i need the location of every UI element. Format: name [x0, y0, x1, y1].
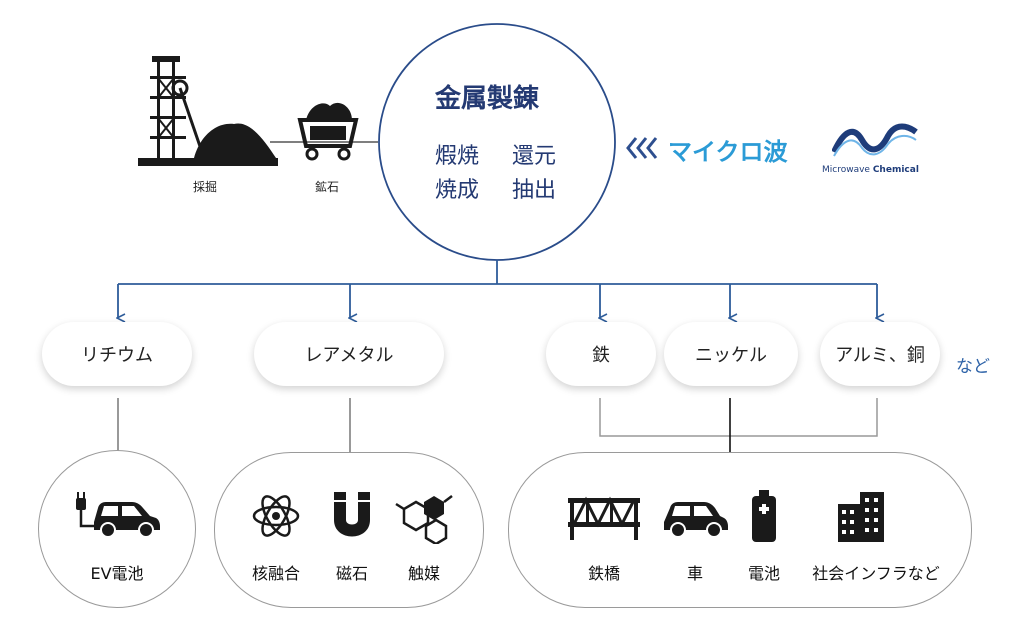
application-label: 核融合: [251, 564, 300, 583]
application-group-base-metals: [508, 452, 972, 608]
process-extraction: 抽出: [512, 178, 557, 203]
buildings-icon: [838, 492, 884, 542]
application-label: 鉄橋: [587, 564, 620, 583]
bridge-icon: [568, 496, 640, 540]
ore-cart-icon: [297, 102, 359, 161]
car-icon: [664, 502, 728, 538]
ev-charger-car-icon: [76, 492, 160, 538]
application-label: 触媒: [407, 564, 440, 583]
metal-lithium: リチウム: [42, 322, 192, 386]
atom-icon: [252, 495, 300, 537]
magnet-icon: [334, 492, 370, 537]
application-group-ev: [38, 450, 196, 608]
smelting-title: 金属製錬: [435, 84, 540, 114]
smelting-circle: [378, 23, 616, 261]
logo-text-regular: Microwave: [822, 165, 873, 175]
application-label: 磁石: [335, 564, 368, 583]
ore-label: 鉱石: [315, 180, 340, 194]
process-calcination: 煆焼: [435, 144, 480, 169]
etc-label: など: [956, 357, 990, 377]
process-reduction: 還元: [512, 144, 557, 169]
mine-headframe-icon: [138, 56, 278, 166]
molecule-icon: [395, 495, 453, 544]
chevron-left-double-icon: [626, 137, 658, 159]
microwave-label: マイクロ波: [668, 138, 788, 166]
logo-text-bold: Chemical: [872, 165, 919, 175]
metal-iron: 鉄: [546, 322, 656, 386]
application-label: 車: [686, 564, 703, 583]
metal-rare-metal: レアメタル: [254, 322, 444, 386]
mining-label: 採掘: [193, 180, 218, 194]
microwave-chemical-logo-icon: [832, 123, 918, 157]
metal-aluminum-copper: アルミ、銅: [820, 322, 940, 386]
application-label: 電池: [747, 564, 780, 583]
battery-icon: [752, 490, 776, 542]
process-firing: 焼成: [435, 178, 480, 203]
metal-nickel: ニッケル: [664, 322, 798, 386]
logo-text: Microwave Chemical: [822, 165, 919, 175]
application-label: 社会インフラなど: [812, 564, 940, 583]
application-label: EV電池: [90, 564, 144, 583]
